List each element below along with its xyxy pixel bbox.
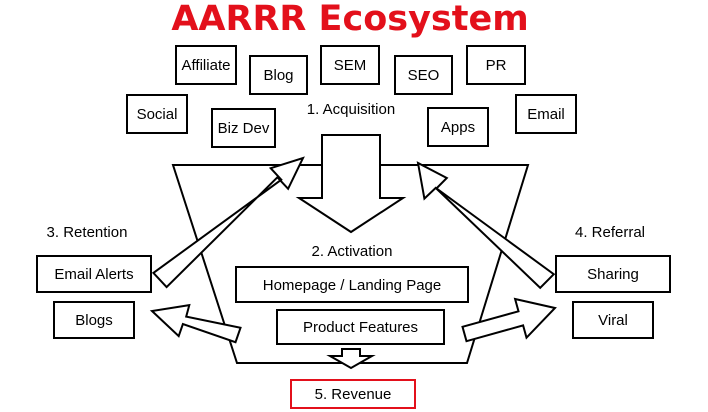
channel-sem-label: SEM [334, 57, 367, 74]
channel-pr-label: PR [486, 57, 507, 74]
activation-product-features: Product Features [276, 309, 445, 345]
stage-retention-label: 3. Retention [47, 224, 128, 241]
acquisition-down-arrow [295, 134, 407, 234]
channel-affiliate: Affiliate [175, 45, 237, 85]
channel-blog: Blog [249, 55, 308, 95]
funnel-outline [171, 164, 530, 364]
channel-seo-label: SEO [408, 67, 440, 84]
revenue-down-arrow [326, 348, 376, 370]
referral-arrow [416, 161, 556, 290]
referral-sharing-label: Sharing [587, 266, 639, 283]
retention-blogs-label: Blogs [75, 312, 113, 329]
channel-affiliate-label: Affiliate [182, 57, 231, 74]
referral-viral: Viral [572, 301, 654, 339]
channel-apps-label: Apps [441, 119, 475, 136]
channel-seo: SEO [394, 55, 453, 95]
channel-biz-dev: Biz Dev [211, 108, 276, 148]
diagram-title: AARRR Ecosystem [171, 0, 528, 39]
stage-referral-label: 4. Referral [575, 224, 645, 241]
stage-acquisition-label: 1. Acquisition [307, 101, 395, 118]
channel-biz-dev-label: Biz Dev [218, 120, 270, 137]
stage-activation-label: 2. Activation [312, 243, 393, 260]
retention-email-alerts-label: Email Alerts [54, 266, 133, 283]
channel-social-label: Social [137, 106, 178, 123]
retention-arrow [151, 156, 305, 289]
revenue-label: 5. Revenue [315, 386, 392, 403]
activation-product-features-label: Product Features [303, 319, 418, 336]
referral-sharing: Sharing [555, 255, 671, 293]
channel-email: Email [515, 94, 577, 134]
to-viral-arrow [461, 297, 557, 343]
activation-landing-page-label: Homepage / Landing Page [263, 277, 441, 294]
referral-viral-label: Viral [598, 312, 628, 329]
retention-blogs: Blogs [53, 301, 135, 339]
to-blogs-arrow [149, 303, 242, 344]
activation-landing-page: Homepage / Landing Page [235, 266, 469, 303]
channel-apps: Apps [427, 107, 489, 147]
revenue-box: 5. Revenue [290, 379, 416, 409]
channel-blog-label: Blog [263, 67, 293, 84]
channel-pr: PR [466, 45, 526, 85]
channel-email-label: Email [527, 106, 565, 123]
retention-email-alerts: Email Alerts [36, 255, 152, 293]
channel-social: Social [126, 94, 188, 134]
channel-sem: SEM [320, 45, 380, 85]
